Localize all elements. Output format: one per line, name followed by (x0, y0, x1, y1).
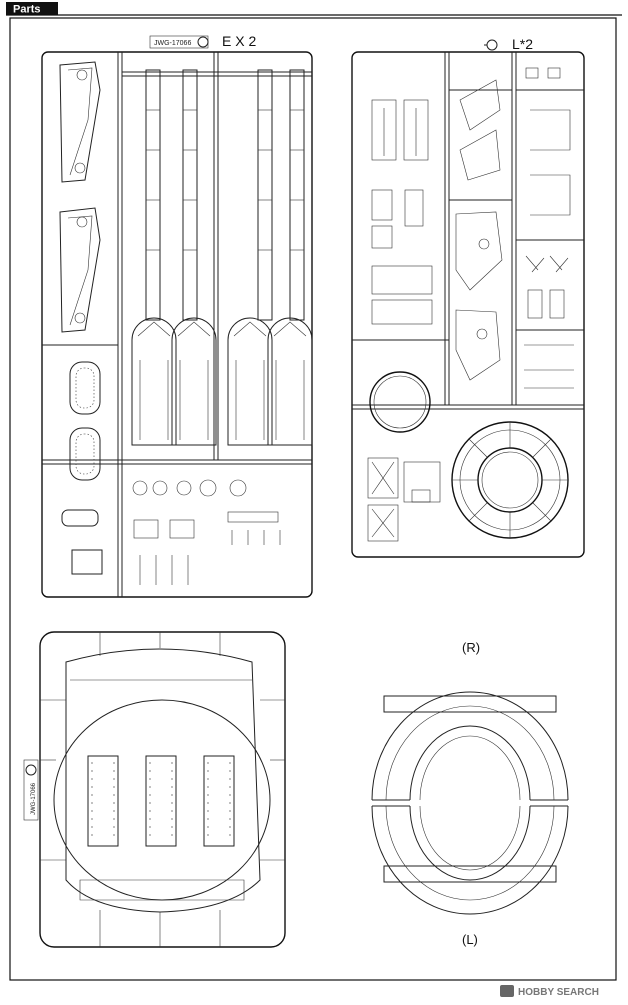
lower-hull-code: JWG-17066 (31, 782, 37, 815)
ring-bottom-label: (L) (462, 932, 478, 947)
parts-header-label: Parts (13, 4, 41, 16)
sprue-l: L*2 (351, 36, 585, 558)
watermark-logo-icon (500, 985, 514, 997)
parts-header: Parts (6, 2, 622, 16)
watermark: HOBBY SEARCH (500, 985, 599, 998)
page-frame (9, 17, 617, 981)
lower-hull-sprue: JWG-17066 (23, 631, 286, 948)
ring-parts: (R) (L) (371, 640, 569, 947)
watermark-text: HOBBY SEARCH (518, 987, 599, 998)
sprue-e-code: JWG-17066 (154, 40, 191, 47)
ring-top-label: (R) (462, 640, 480, 655)
sprue-l-label: L*2 (512, 36, 533, 52)
sprue-e-label: E X 2 (222, 33, 256, 49)
sprue-e: JWG-17066 E X 2 (41, 33, 313, 598)
